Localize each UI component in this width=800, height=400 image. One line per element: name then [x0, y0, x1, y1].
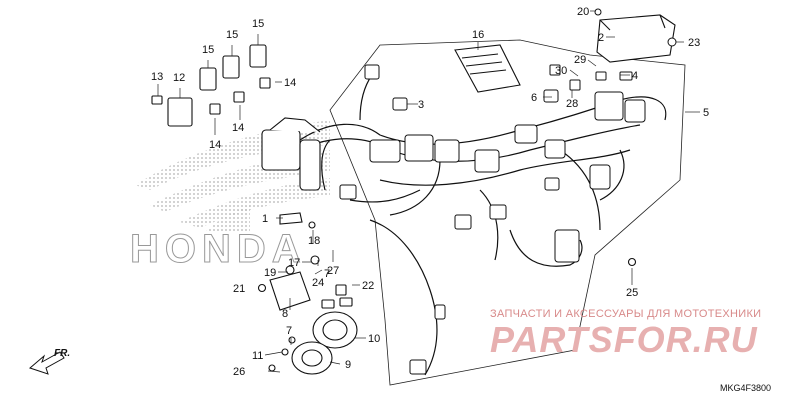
callout-24: 24: [312, 277, 324, 289]
callout-22: 22: [362, 280, 374, 292]
callout-26: 26: [233, 366, 245, 378]
leader-lines: [157, 10, 700, 373]
callout-28: 28: [566, 98, 578, 110]
callout-2: 2: [598, 32, 604, 44]
callout-labels: 1 2 3 4 5 6 7 7 8 9 10 11 12 13 14 14 14…: [151, 6, 709, 378]
callout-11: 11: [252, 350, 263, 362]
fuse-box-assembly: [261, 117, 321, 191]
watermark-caption: ЗАПЧАСТИ И АКСЕССУАРЫ ДЛЯ МОТОТЕХНИКИ: [490, 308, 761, 320]
callout-16: 16: [472, 29, 484, 41]
callout-13: 13: [151, 71, 163, 83]
horn-assembly: [257, 212, 637, 375]
callout-15c: 15: [252, 18, 264, 30]
callout-1: 1: [262, 213, 268, 225]
callout-14c: 14: [232, 122, 244, 134]
callout-3: 3: [418, 99, 424, 111]
callout-6: 6: [531, 92, 537, 104]
callout-7a: 7: [324, 268, 330, 280]
callout-15a: 15: [202, 44, 214, 56]
callout-21: 21: [233, 283, 245, 295]
watermark-logo: PARTSFOR.RU: [490, 319, 758, 360]
callout-27: 27: [327, 265, 339, 277]
control-unit: [596, 14, 676, 63]
callout-30: 30: [555, 65, 567, 77]
callout-17: 17: [288, 257, 300, 269]
callout-25: 25: [626, 287, 638, 299]
relays: [151, 44, 271, 127]
callout-14a: 14: [284, 77, 296, 89]
callout-10: 10: [368, 333, 380, 345]
callout-23: 23: [688, 37, 700, 49]
callout-15b: 15: [226, 29, 238, 41]
small-parts: [392, 8, 677, 111]
front-direction-arrow: FR.: [29, 348, 70, 375]
callout-4: 4: [632, 70, 638, 82]
callout-8: 8: [282, 308, 288, 320]
callout-12: 12: [173, 72, 185, 84]
honda-brand-watermark: HONDA: [130, 227, 307, 271]
callout-19: 19: [264, 267, 276, 279]
front-direction-label: FR.: [54, 348, 70, 359]
callout-7b: 7: [286, 325, 292, 337]
part-code: MKG4F3800: [720, 383, 771, 393]
callout-20: 20: [577, 6, 589, 18]
callout-14b: 14: [209, 139, 221, 151]
ecu-module: [454, 44, 521, 93]
callout-5: 5: [703, 107, 709, 119]
callout-29: 29: [574, 54, 586, 66]
harness-connectors: [339, 64, 646, 375]
callout-18: 18: [308, 235, 320, 247]
callout-9: 9: [345, 359, 351, 371]
